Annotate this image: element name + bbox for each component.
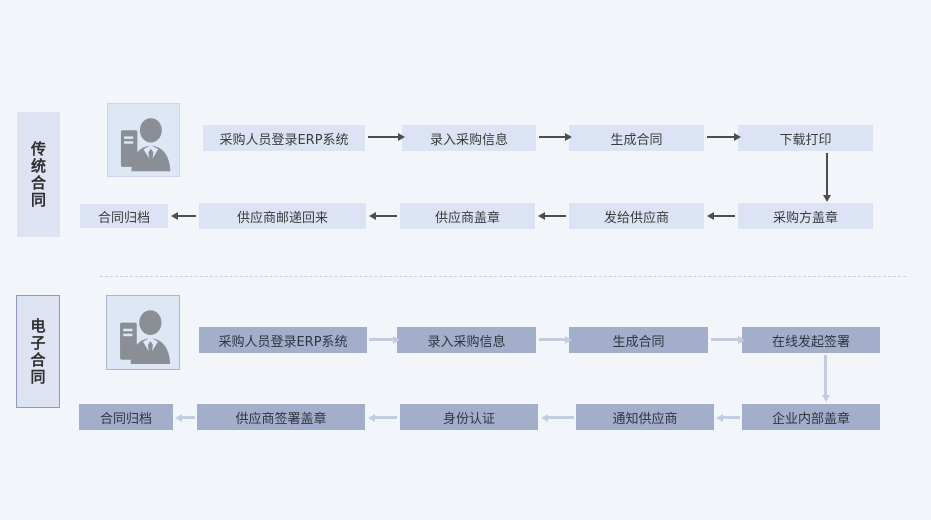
arrow-left-icon xyxy=(716,414,740,422)
step-login-erp: 采购人员登录ERP系统 xyxy=(199,327,367,353)
step-supplier-stamp: 供应商盖章 xyxy=(400,203,535,229)
arrow-left-icon xyxy=(175,414,195,422)
step-enter-purchase-info: 录入采购信息 xyxy=(397,327,536,353)
step-notify-supplier: 通知供应商 xyxy=(576,404,714,430)
step-enter-purchase-info: 录入采购信息 xyxy=(402,125,536,151)
step-buyer-stamp: 采购方盖章 xyxy=(738,203,873,229)
step-download-print: 下载打印 xyxy=(738,125,873,151)
arrow-left-icon xyxy=(541,414,574,422)
arrow-left-icon xyxy=(369,212,397,220)
arrow-right-icon xyxy=(369,336,400,344)
step-supplier-sign-stamp: 供应商签署盖章 xyxy=(197,404,365,430)
arrow-right-icon xyxy=(539,133,572,141)
arrow-right-icon xyxy=(711,336,745,344)
section-label-electronic: 电子合同 xyxy=(16,295,60,408)
step-archive-contract: 合同归档 xyxy=(80,204,168,228)
arrow-left-icon xyxy=(538,212,566,220)
arrow-down-icon xyxy=(822,355,830,402)
step-login-erp: 采购人员登录ERP系统 xyxy=(203,125,365,151)
arrow-left-icon xyxy=(171,212,196,220)
arrow-right-icon xyxy=(539,336,572,344)
arrow-right-icon xyxy=(368,133,405,141)
step-identity-verification: 身份认证 xyxy=(400,404,538,430)
arrow-left-icon xyxy=(707,212,735,220)
step-supplier-mail-back: 供应商邮递回来 xyxy=(199,203,366,229)
businessman-icon xyxy=(107,103,180,177)
section-label-traditional: 传统合同 xyxy=(17,112,60,237)
step-generate-contract: 生成合同 xyxy=(569,125,704,151)
step-generate-contract: 生成合同 xyxy=(569,327,708,353)
section-divider xyxy=(100,276,906,277)
arrow-right-icon xyxy=(707,133,741,141)
step-internal-stamp: 企业内部盖章 xyxy=(742,404,880,430)
arrow-down-icon xyxy=(823,153,831,202)
step-send-to-supplier: 发给供应商 xyxy=(569,203,704,229)
businessman-icon xyxy=(106,295,180,370)
arrow-left-icon xyxy=(368,414,397,422)
step-archive-contract: 合同归档 xyxy=(79,404,173,430)
step-online-sign-initiate: 在线发起签署 xyxy=(742,327,880,353)
